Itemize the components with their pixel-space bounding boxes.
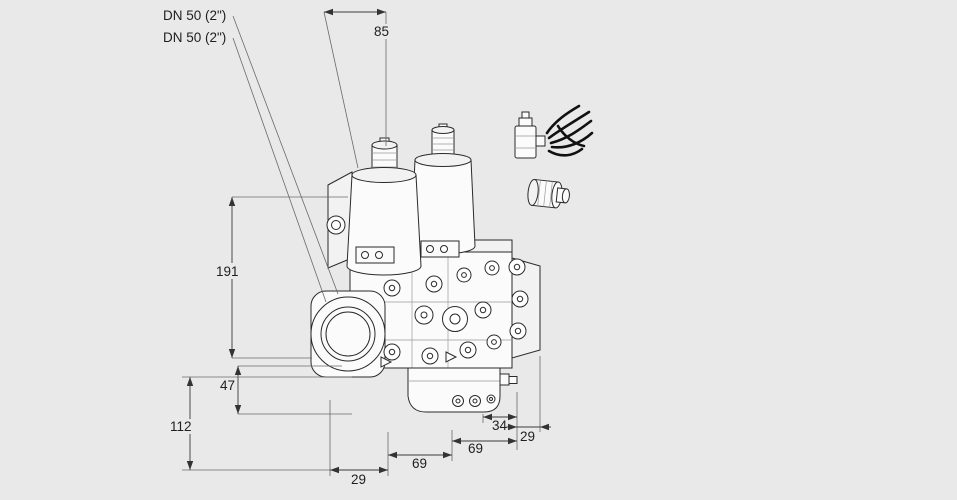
actuator-screw <box>452 395 464 407</box>
flow-arrow-icon <box>380 356 393 368</box>
cable-gland <box>535 135 546 147</box>
actuator-screw <box>469 395 481 407</box>
dim-69-right-label: 69 <box>468 441 483 456</box>
dn-label-top: DN 50 (2") <box>163 8 226 23</box>
dn-top-leader-line <box>232 15 339 295</box>
dim-112-label: 112 <box>170 419 192 434</box>
dn-label-bottom: DN 50 (2") <box>163 30 226 45</box>
dim-34-label: 34 <box>492 418 508 433</box>
solenoid-coil-body <box>410 159 476 255</box>
cylinder-accessory <box>527 178 570 209</box>
flow-arrow-icon <box>445 351 458 363</box>
dimension-annotations: DN 50 (2") DN 50 (2") 85 191 47 112 29 6… <box>163 8 551 487</box>
terminal-box <box>420 240 460 258</box>
dim-29-left-label: 29 <box>351 472 366 487</box>
test-nipple <box>499 373 510 386</box>
dim-69-left-label: 69 <box>412 456 427 471</box>
cable-wires <box>545 104 594 157</box>
actuator-screw <box>486 394 496 404</box>
flange-thread-circle <box>325 311 371 357</box>
valve-assembly <box>310 104 594 413</box>
bottom-actuator-block <box>407 367 518 413</box>
center-port <box>442 306 468 332</box>
dim-191-label: 191 <box>216 264 239 279</box>
dn-bottom-leader-line <box>232 37 327 303</box>
body-bolts <box>383 258 529 365</box>
left-flange <box>310 290 386 378</box>
dim-29-right-label: 29 <box>520 429 535 444</box>
mounting-bracket <box>326 171 353 269</box>
dim-85-label: 85 <box>374 24 389 39</box>
right-solenoid <box>410 123 476 255</box>
terminal-box <box>355 246 395 264</box>
cable-plug-accessory <box>514 104 594 159</box>
dim-47-label: 47 <box>220 378 235 393</box>
test-nipple-tip <box>508 376 518 384</box>
